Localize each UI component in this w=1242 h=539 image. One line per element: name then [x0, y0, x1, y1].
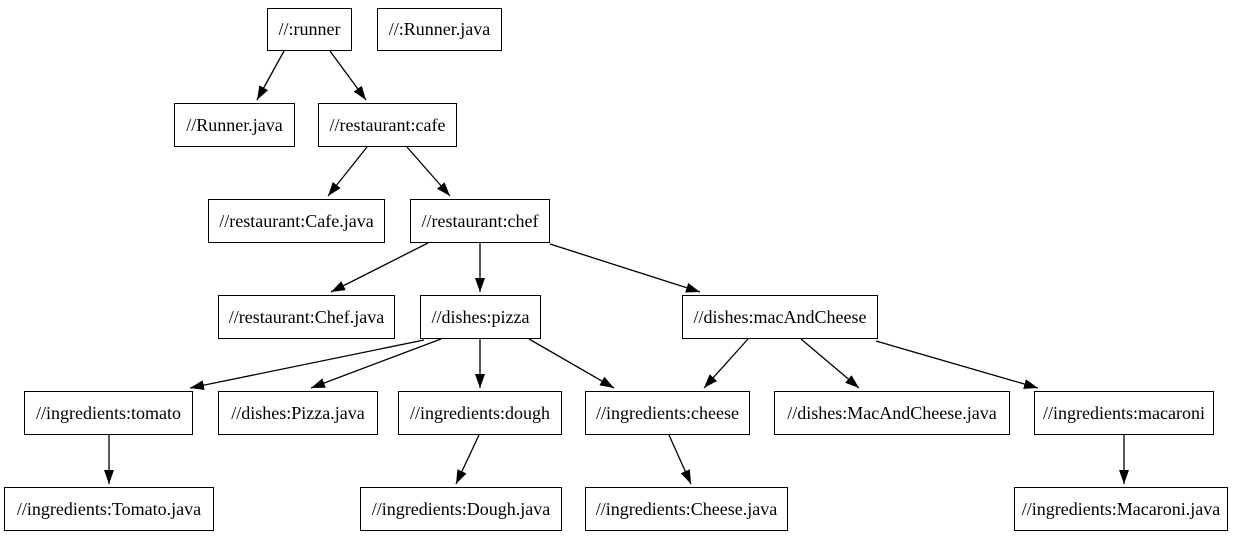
node-cafe-java: //restaurant:Cafe.java	[208, 199, 385, 243]
node-cheese: //ingredients:cheese	[585, 391, 750, 435]
edge-pizza-to-tomato	[189, 339, 425, 391]
edge-mac-and-cheese-to-cheese	[703, 338, 749, 389]
edge-cafe-to-cafe-java	[327, 146, 368, 197]
node-runner: //:runner	[267, 8, 352, 51]
edge-dough-to-dough-java	[455, 434, 480, 485]
node-pizza-java: //dishes:Pizza.java	[218, 391, 378, 435]
node-mac-and-cheese-java: //dishes:MacAndCheese.java	[774, 391, 1010, 435]
edge-chef-to-chef-java	[330, 242, 429, 293]
edge-mac-and-cheese-to-mac-and-cheese-java	[800, 338, 860, 389]
edge-chef-to-mac-and-cheese	[549, 243, 701, 293]
node-chef: //restaurant:chef	[410, 199, 550, 243]
edge-runner-to-runner-java	[256, 50, 285, 101]
edge-cafe-to-chef	[406, 146, 451, 197]
node-runner-java-top: //:Runner.java	[377, 8, 502, 51]
node-macaroni-java: //ingredients:Macaroni.java	[1014, 487, 1228, 531]
node-runner-java: //Runner.java	[174, 103, 295, 147]
node-chef-java: //restaurant:Chef.java	[218, 295, 395, 339]
edge-pizza-to-cheese	[528, 338, 615, 389]
node-tomato: //ingredients:tomato	[24, 391, 193, 435]
node-dough-java: //ingredients:Dough.java	[360, 487, 562, 531]
edge-pizza-to-pizza-java	[310, 338, 442, 389]
node-mac-and-cheese: //dishes:macAndCheese	[682, 295, 878, 339]
edge-cheese-to-cheese-java	[668, 434, 692, 485]
node-cafe: //restaurant:cafe	[318, 103, 457, 147]
node-macaroni: //ingredients:macaroni	[1034, 391, 1214, 435]
edge-runner-to-cafe	[329, 50, 367, 101]
node-tomato-java: //ingredients:Tomato.java	[4, 487, 214, 531]
node-cheese-java: //ingredients:Cheese.java	[585, 487, 788, 531]
node-pizza: //dishes:pizza	[420, 295, 541, 339]
node-dough: //ingredients:dough	[398, 391, 562, 435]
edge-mac-and-cheese-to-macaroni	[875, 340, 1039, 389]
